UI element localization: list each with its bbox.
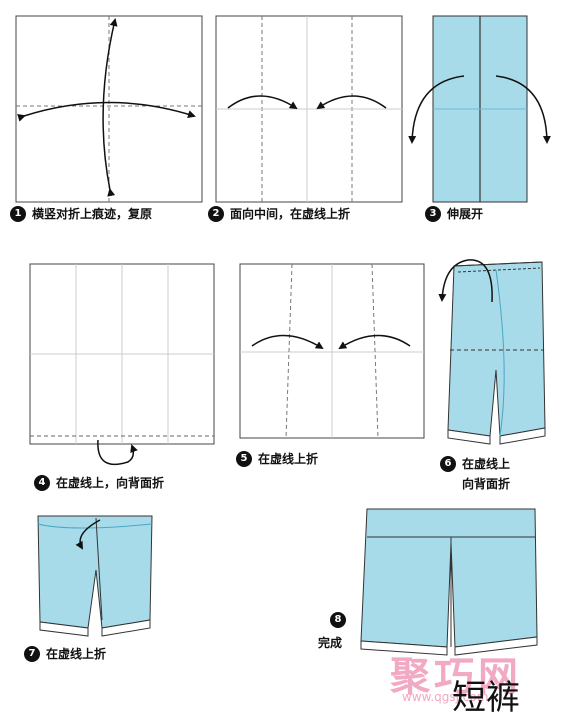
watermark-url: www.qgsj.com: [402, 690, 489, 704]
step-text: 在虚线上折: [258, 452, 319, 466]
step-number-badge: 1: [10, 205, 26, 222]
step-5-diagram: [238, 262, 428, 442]
step-8-caption: 完成: [318, 634, 342, 651]
step-number-badge: 2: [208, 205, 224, 222]
diagram-title: 短裤: [452, 678, 520, 718]
step-2-diagram: [214, 14, 404, 204]
step-text: 伸展开: [447, 207, 484, 221]
step-7-caption: 7 在虚线上折: [24, 645, 106, 662]
step-text: 在虚线上折: [46, 647, 107, 661]
step-3-diagram: [404, 14, 554, 204]
step-6-diagram: [432, 250, 557, 450]
step-number-badge: 4: [34, 474, 50, 491]
step-text: 完成: [318, 636, 343, 650]
step-number-badge: 5: [236, 450, 252, 467]
step-4-caption: 4 在虚线上，向背面折: [34, 474, 164, 491]
step-1-caption: 1 横竖对折上痕迹，复原: [10, 205, 152, 222]
step-text: 在虚线上，向背面折: [56, 476, 165, 490]
step-8-number: 8: [330, 612, 352, 628]
step-1-diagram: [14, 14, 204, 204]
step-4-diagram: [28, 262, 218, 472]
step-number-badge: 6: [440, 455, 456, 472]
step-3-caption: 3 伸展开: [425, 205, 483, 222]
step-text: 横竖对折上痕迹，复原: [32, 207, 153, 221]
step-text-line-1: 在虚线上: [462, 457, 511, 471]
step-text-line-2: 向背面折: [462, 477, 511, 491]
step-2-caption: 2 面向中间，在虚线上折: [208, 205, 350, 222]
step-8-diagram: [355, 505, 545, 656]
step-number-badge: 8: [330, 612, 346, 628]
step-number-badge: 3: [425, 205, 441, 222]
step-5-caption: 5 在虚线上折: [236, 450, 318, 467]
step-7-diagram: [30, 510, 160, 640]
step-6-caption: 6 在虚线上 向背面折: [440, 455, 510, 492]
watermark-brand: 聚巧网: [390, 653, 522, 700]
step-number-badge: 7: [24, 645, 40, 662]
step-text: 面向中间，在虚线上折: [230, 207, 351, 221]
